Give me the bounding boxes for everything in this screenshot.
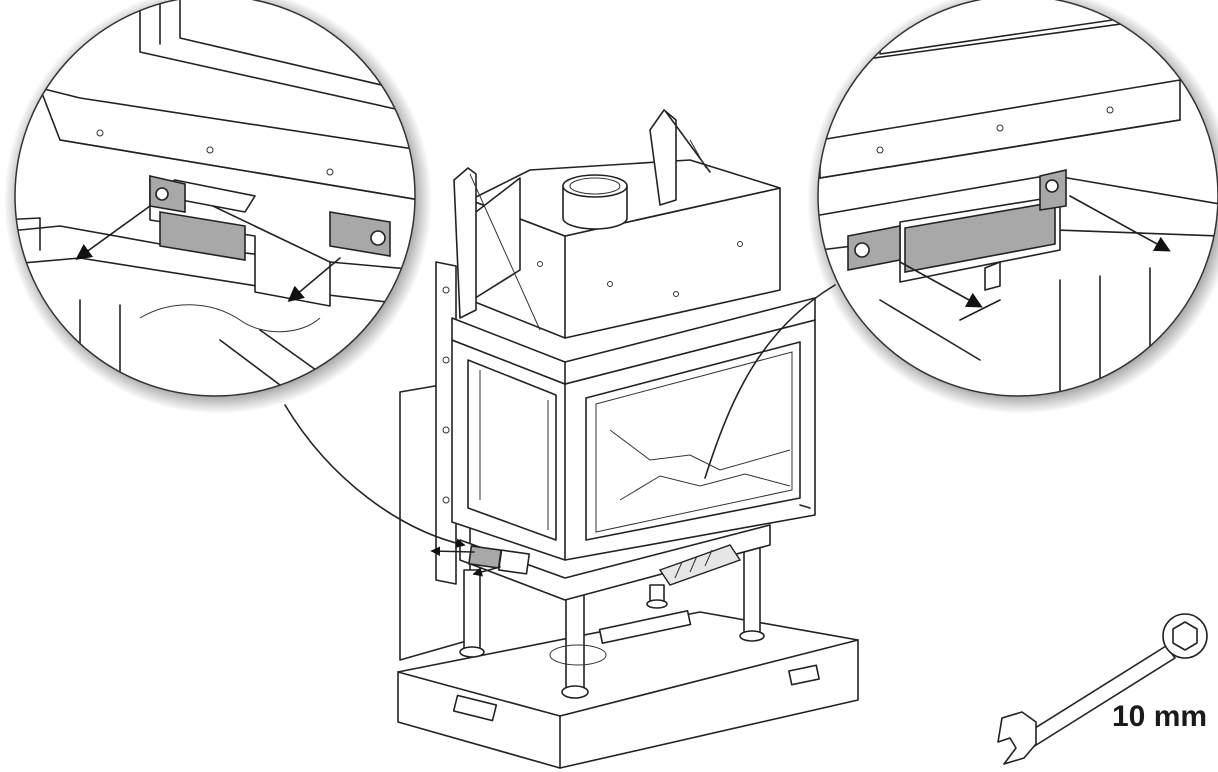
lifting-bracket-right	[649, 109, 677, 206]
callout-line-left	[284, 404, 466, 548]
ash-tray-part	[467, 545, 503, 569]
detail-magnifier-left	[4, 0, 432, 414]
lifting-bracket-left	[453, 167, 477, 319]
wrench-size-label: 10 mm	[1112, 700, 1208, 733]
air-control-slots	[658, 544, 742, 586]
legs	[459, 544, 765, 699]
bottom-tray	[459, 524, 771, 601]
left-glass	[467, 359, 557, 541]
detail-magnifier-right	[807, 0, 1218, 414]
side-bracket	[435, 261, 457, 585]
fireplace-insert-drawing	[397, 109, 859, 769]
flue-collar	[562, 174, 628, 230]
open-end-wrench-icon	[997, 613, 1208, 765]
front-glass	[585, 341, 801, 541]
callout-line-right	[704, 284, 836, 479]
base-plinth	[397, 609, 859, 769]
